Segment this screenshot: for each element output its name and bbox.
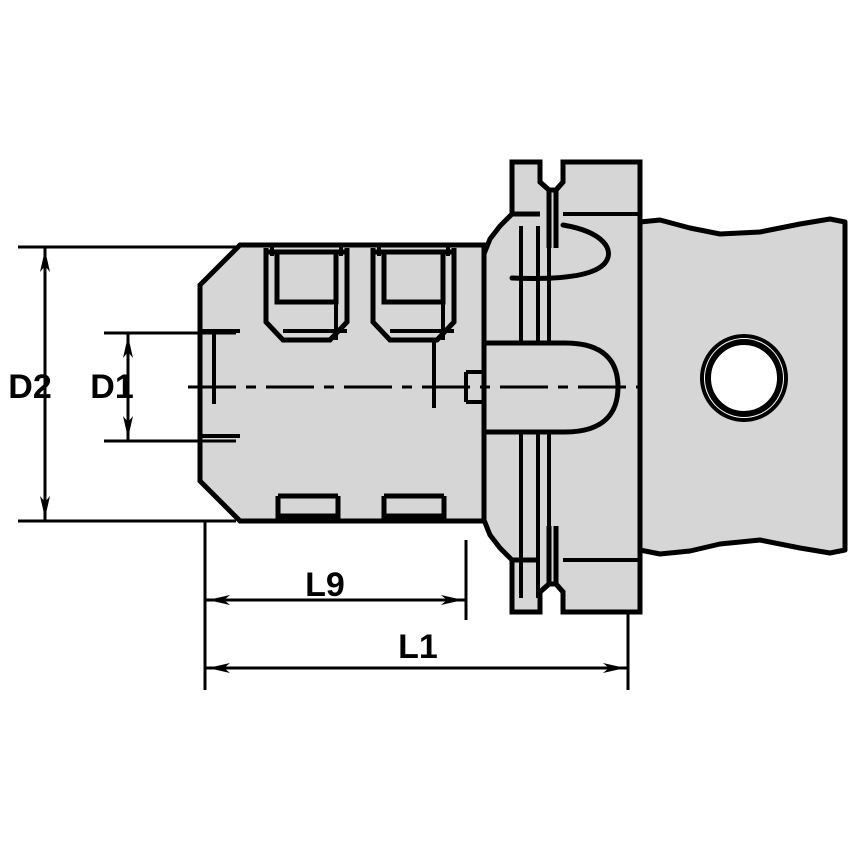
counterbored-screw-hole-upper-right <box>370 247 457 343</box>
recess-lower-right <box>381 493 447 521</box>
D1-arrow-top <box>123 336 133 358</box>
D2-arrow-top <box>40 250 50 272</box>
dimension-D1: D1 <box>90 331 236 443</box>
screw-seat-outer-1 <box>263 248 350 343</box>
v-groove-lower-right-wall <box>553 526 566 612</box>
L1-label: L1 <box>398 628 438 666</box>
screw-seat-outer-2 <box>370 248 457 343</box>
counterbored-screw-hole-upper-left <box>263 247 350 343</box>
through-hole-group <box>700 334 788 422</box>
D2-label: D2 <box>8 368 51 406</box>
D1-arrow-bottom <box>123 416 133 438</box>
dimension-D2: D2 <box>8 245 236 523</box>
dimension-L9: L9 <box>203 521 468 620</box>
L9-arrow-right <box>441 595 463 605</box>
dimension-L1: L1 <box>203 521 630 690</box>
D1-label: D1 <box>90 368 133 406</box>
v-groove-upper-left-wall <box>537 162 552 248</box>
v-groove-upper-right-wall <box>553 162 566 248</box>
recess-lower-left <box>275 493 341 521</box>
L1-arrow-right <box>603 663 625 673</box>
through-hole-icon <box>705 339 783 417</box>
L9-arrow-left <box>208 595 230 605</box>
L9-label: L9 <box>305 566 345 604</box>
D2-arrow-bottom <box>40 496 50 518</box>
v-groove-lower-left-wall <box>537 526 552 612</box>
L1-arrow-left <box>208 663 230 673</box>
clamping-body-section <box>197 242 487 524</box>
